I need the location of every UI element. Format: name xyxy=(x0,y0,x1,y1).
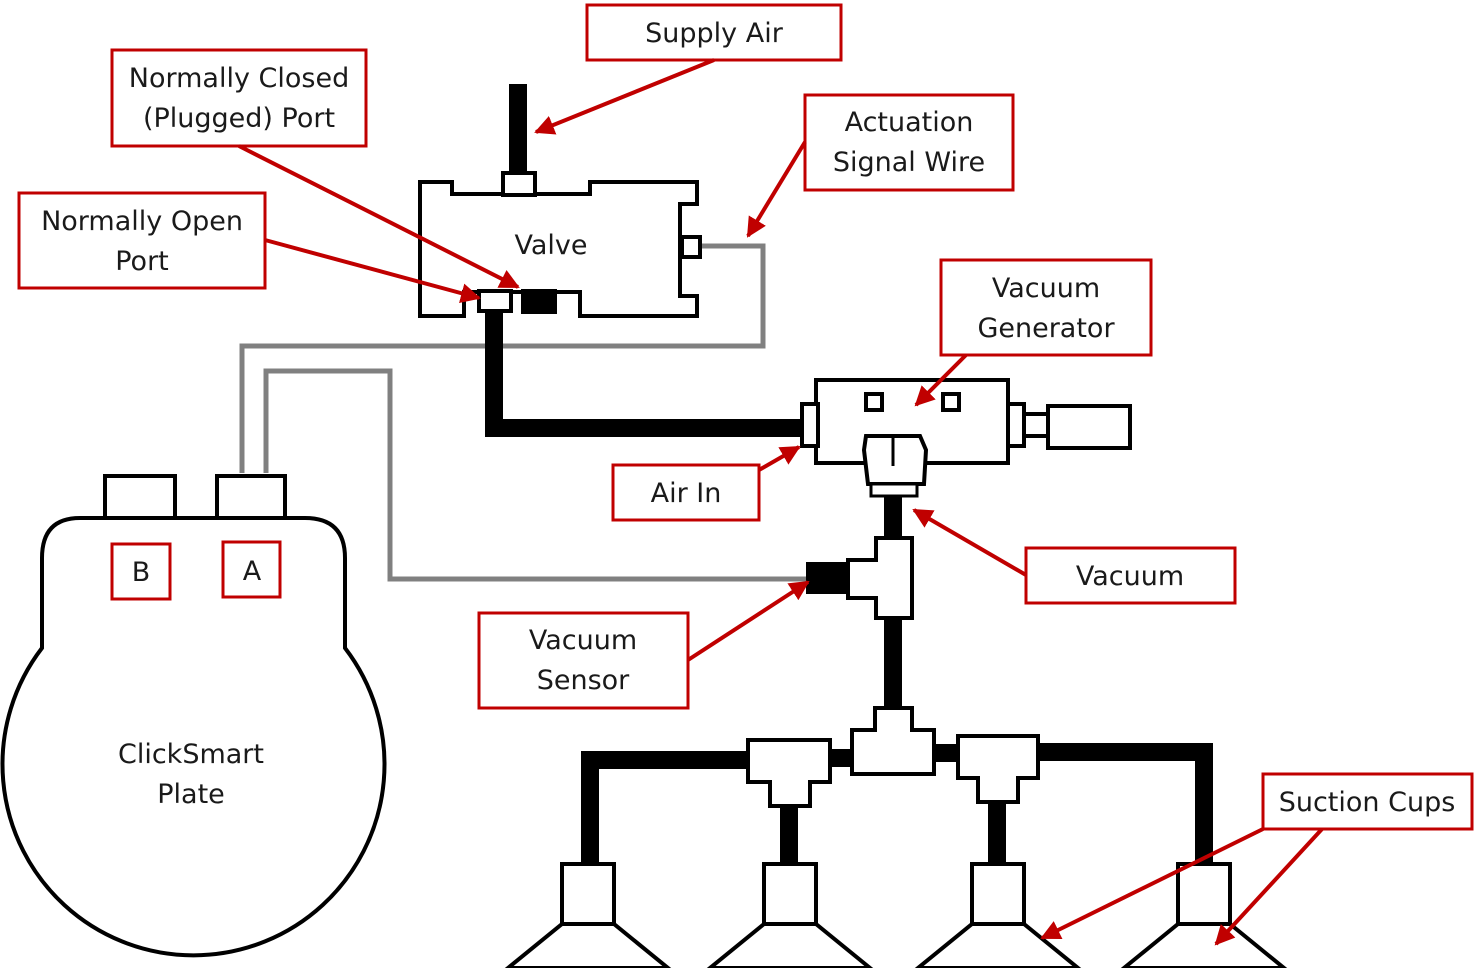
vacuum-arrow xyxy=(912,508,1028,577)
air-in-arrow xyxy=(758,445,801,472)
vacgen-muffler xyxy=(1046,404,1132,450)
nc-port-callout xyxy=(110,48,368,148)
vacgen-vacuum-fitting xyxy=(869,482,919,498)
plate-label-line1: ClickSmart xyxy=(118,739,264,770)
actuation-label-line1: Actuation xyxy=(845,107,974,138)
actuation-port xyxy=(680,235,702,259)
suction-cups-arrow-right xyxy=(1214,827,1324,946)
suction-cup-4 xyxy=(1120,862,1288,968)
actuation-label-line2: Signal Wire xyxy=(833,147,985,178)
vacsensor-callout xyxy=(477,611,690,710)
supply-air-port xyxy=(501,171,537,197)
vacuum-sensor-tee xyxy=(846,536,914,620)
vacgen-label-line2: Generator xyxy=(977,313,1115,344)
suction-cup-3 xyxy=(914,862,1082,968)
actuation-signal-wire xyxy=(239,243,766,473)
suction-cup-1 xyxy=(504,862,672,968)
vacuum-label: Vacuum xyxy=(1076,561,1184,592)
no-port-label-line1: Normally Open xyxy=(41,206,243,237)
suction-cups-callout xyxy=(1261,772,1474,831)
nc-port-arrow xyxy=(238,144,520,289)
port-a-box xyxy=(221,540,282,599)
vacsensor-label-line1: Vacuum xyxy=(529,625,637,656)
suction-cups-arrow-left xyxy=(1040,827,1264,940)
vacgen-callout xyxy=(939,258,1153,357)
plate-label-line2: Plate xyxy=(157,779,225,810)
right-tee xyxy=(956,734,1040,804)
manifold-left-hose xyxy=(581,751,750,866)
air-in-hose xyxy=(485,310,800,437)
left-tee xyxy=(746,738,832,808)
normally-closed-plug xyxy=(521,289,557,314)
air-in-callout xyxy=(611,463,761,522)
vacsensor-label-line2: Sensor xyxy=(537,665,630,696)
nc-port-label-line1: Normally Closed xyxy=(129,63,349,94)
vacgen-label-line1: Vacuum xyxy=(992,273,1100,304)
vacuum-callout xyxy=(1024,546,1237,605)
nc-port-label-line2: (Plugged) Port xyxy=(143,103,335,134)
no-port-arrow xyxy=(264,238,481,303)
vacgen-air-in-fitting xyxy=(800,402,820,448)
clicksmart-plate xyxy=(0,516,387,958)
center-tee xyxy=(850,706,936,776)
vacgen-window-left xyxy=(864,392,884,412)
valve-label: Valve xyxy=(514,230,587,261)
vacsensor-arrow xyxy=(686,580,810,662)
port-b-label: B xyxy=(132,557,151,588)
vacgen-muffler-neck xyxy=(1022,412,1050,438)
suction-cups-label: Suction Cups xyxy=(1279,787,1456,818)
port-b-box xyxy=(110,542,172,601)
air-in-label: Air In xyxy=(651,478,722,509)
no-port-label-line2: Port xyxy=(115,246,169,277)
plate-port-b-fitting xyxy=(103,474,177,520)
port-a-label: A xyxy=(243,556,262,587)
vacuum-sensor xyxy=(806,562,850,594)
vacgen-window-right xyxy=(941,392,961,412)
supply-air-arrow xyxy=(534,58,715,135)
supply-air-callout xyxy=(585,3,843,62)
vacgen-vacuum-port xyxy=(861,434,929,486)
plate-port-a-fitting xyxy=(215,474,287,520)
actuation-arrow xyxy=(746,140,807,238)
suction-cup-2 xyxy=(706,862,874,968)
normally-open-port xyxy=(477,289,513,313)
manifold-right-hose xyxy=(1036,743,1213,866)
supply-air-label: Supply Air xyxy=(645,18,784,49)
actuation-callout xyxy=(803,93,1015,192)
vacgen-outlet-fitting xyxy=(1006,402,1026,448)
vacgen-arrow xyxy=(914,353,968,407)
sensor-signal-wire xyxy=(263,368,810,582)
